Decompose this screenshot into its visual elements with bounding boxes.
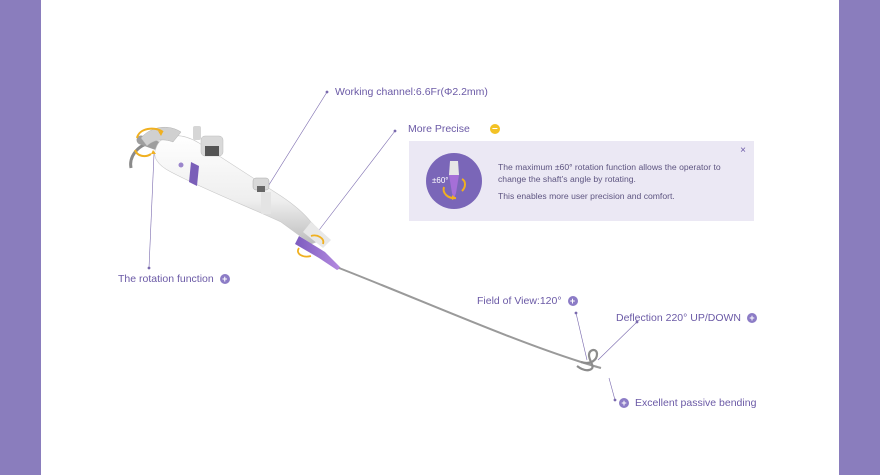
popup-line-2: This enables more user precision and com… [498, 191, 675, 201]
working-channel-port [252, 177, 271, 214]
working-channel-label: Working channel:6.6Fr(Φ2.2mm) [335, 86, 488, 98]
more-precise-label[interactable]: More Precise – [408, 123, 500, 135]
popup-description: The maximum ±60° rotation function allow… [498, 161, 748, 207]
deflection-label[interactable]: Deflection 220° UP/DOWN + [616, 312, 757, 324]
popup-line-1: The maximum ±60° rotation function allow… [498, 162, 721, 184]
endoscope-illustration [129, 90, 639, 402]
passive-bending-label[interactable]: + Excellent passive bending [619, 397, 756, 409]
expand-icon[interactable]: + [567, 296, 578, 306]
expand-icon[interactable]: + [219, 274, 230, 284]
feature-popup: × ±60° The maximum ±60° rotation functio… [409, 141, 754, 221]
close-icon[interactable]: × [740, 145, 746, 156]
collapse-icon[interactable]: – [489, 124, 500, 134]
product-stage: Working channel:6.6Fr(Φ2.2mm) More Preci… [41, 0, 839, 475]
rotation-arrow-icon [134, 127, 164, 158]
deflection-tip [576, 348, 599, 372]
shaft-connector [295, 236, 341, 270]
handle-body [154, 135, 328, 245]
suction-valve [193, 126, 224, 157]
insertion-shaft [338, 267, 602, 369]
handle-grip [189, 162, 199, 186]
shaft-rotation-icon [297, 234, 325, 258]
field-of-view-label[interactable]: Field of View:120° + [477, 295, 578, 307]
rotation-detail-icon: ±60° [426, 153, 482, 209]
expand-icon[interactable]: + [747, 313, 757, 323]
leader-lines [148, 91, 638, 401]
rotation-badge: ±60° [432, 176, 449, 185]
rotation-function-label[interactable]: The rotation function + [118, 273, 230, 285]
expand-icon[interactable]: + [619, 398, 629, 408]
